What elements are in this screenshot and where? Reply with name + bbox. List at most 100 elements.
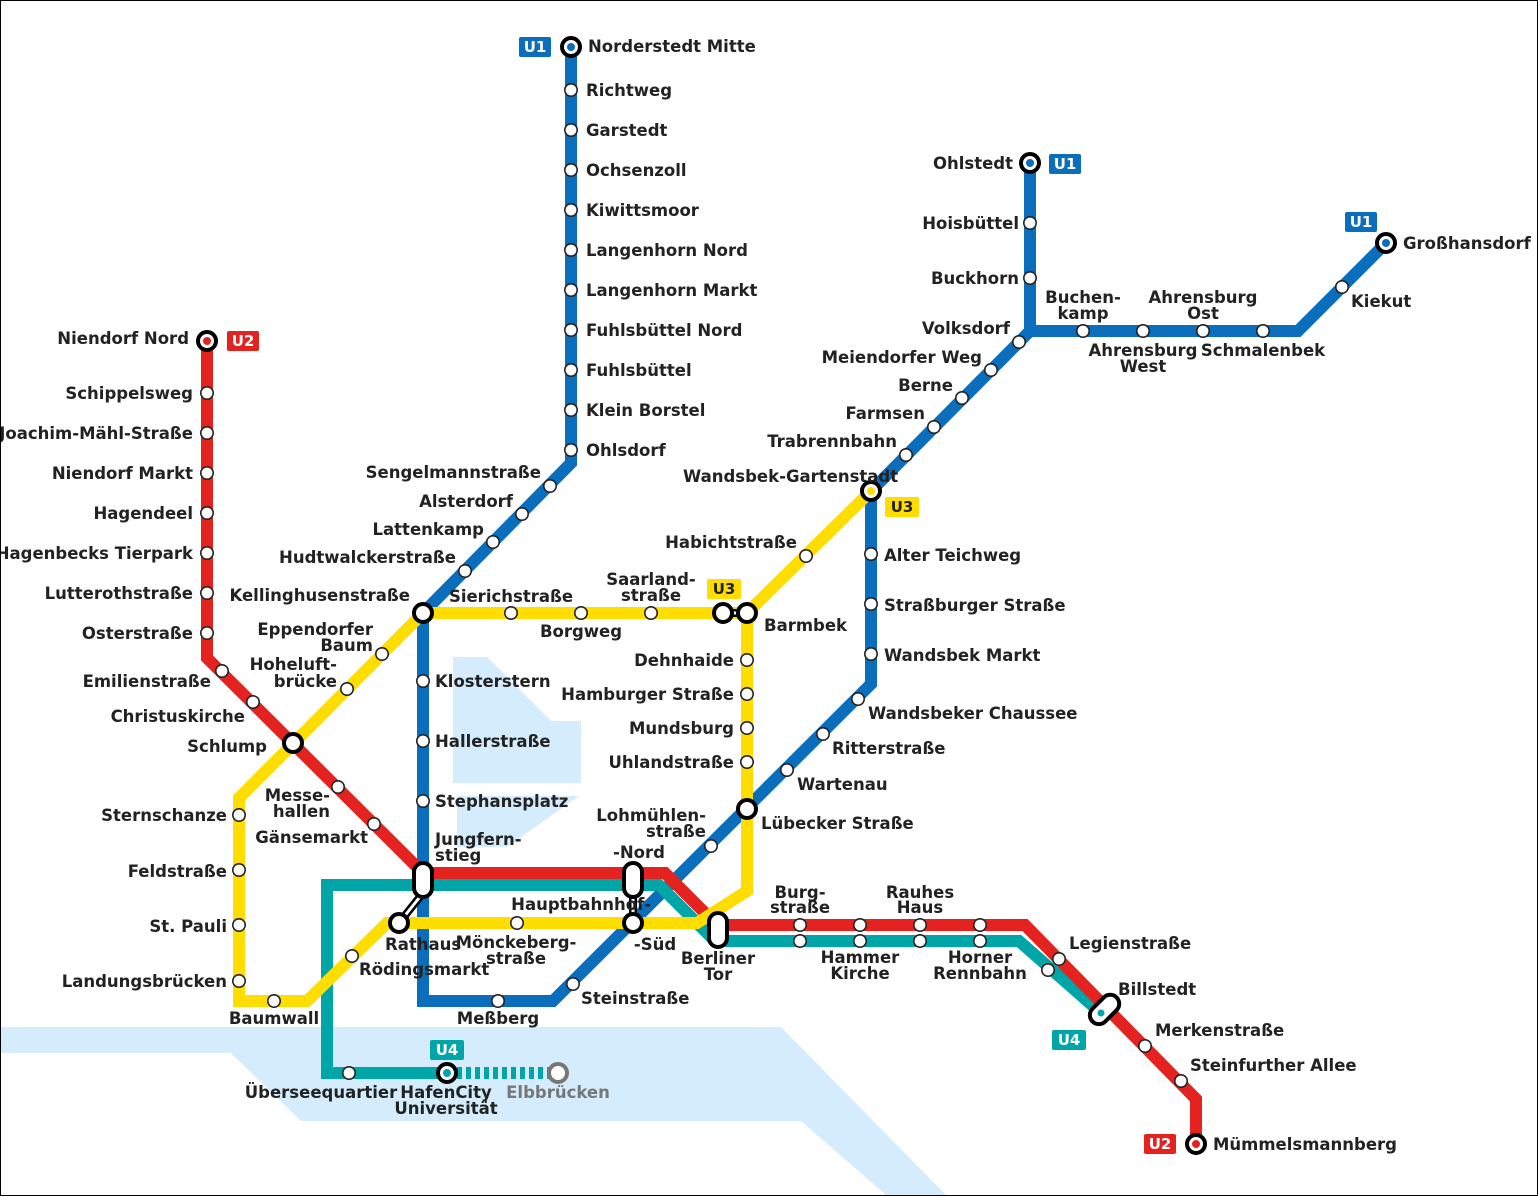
station-lohmuehlenstrasse[interactable] — [703, 838, 718, 853]
station-habichtstrasse[interactable] — [798, 548, 813, 563]
label-messberg[interactable]: Meßberg — [457, 1009, 539, 1028]
station-emilienstrasse[interactable] — [215, 663, 230, 678]
label-roedingsmarkt[interactable]: Rödingsmarkt — [359, 960, 489, 979]
label-kellinghusenstrasse[interactable]: Kellinghusenstraße — [229, 586, 410, 605]
station-kellinghusenstrasse[interactable] — [412, 602, 434, 624]
label-hoheluftbruecke-2[interactable]: brücke — [274, 672, 337, 691]
label-ritterstrasse[interactable]: Ritterstraße — [832, 739, 946, 758]
station-ritterstrasse[interactable] — [815, 726, 830, 741]
label-ahrensburg-ost-2[interactable]: Ost — [1187, 304, 1219, 323]
station-farmsen[interactable] — [926, 419, 941, 434]
station-steinfurther-allee[interactable] — [1174, 1074, 1189, 1089]
label-billstedt[interactable]: Billstedt — [1118, 980, 1196, 999]
station-rauhes-haus[interactable] — [912, 917, 927, 932]
station-legienstrasse[interactable] — [1052, 951, 1067, 966]
label-lattenkamp[interactable]: Lattenkamp — [373, 520, 485, 539]
station-schlump[interactable] — [282, 732, 304, 754]
label-farmsen[interactable]: Farmsen — [845, 404, 925, 423]
station-merkenstrasse[interactable] — [1138, 1039, 1153, 1054]
label-ahrensburg-ost-1[interactable]: Ahrensburg — [1149, 288, 1258, 307]
station-rauhes-haus-u4[interactable] — [912, 933, 927, 948]
station-hammer-kirche[interactable] — [852, 933, 867, 948]
station-baumwall[interactable] — [266, 993, 281, 1008]
station-landungsbruecken[interactable] — [232, 973, 247, 988]
label-schlump[interactable]: Schlump — [187, 737, 267, 756]
label-sternschanze[interactable]: Sternschanze — [101, 806, 227, 825]
label-fuhlsbuettel-nord[interactable]: Fuhlsbüttel Nord — [586, 321, 742, 340]
label-lohmuehlenstrasse-1[interactable]: Lohmühlen- — [596, 806, 706, 825]
label-osterstrasse[interactable]: Osterstraße — [82, 624, 193, 643]
station-elbbruecken-planned[interactable] — [547, 1062, 569, 1084]
station-stephansplatz[interactable] — [415, 793, 430, 808]
label-norderstedt-mitte[interactable]: Norderstedt Mitte — [588, 37, 756, 56]
label-ohlstedt[interactable]: Ohlstedt — [933, 154, 1013, 173]
station-hammer-kirche-u2[interactable] — [852, 917, 867, 932]
station-buckhorn[interactable] — [1022, 270, 1037, 285]
station-ueberseequartier[interactable] — [341, 1066, 356, 1081]
label-hammer-kirche-2[interactable]: Kirche — [830, 964, 889, 983]
label-ahrensburg-west-2[interactable]: West — [1120, 357, 1167, 376]
label-hbf-nord[interactable]: -Nord — [613, 843, 665, 862]
station-horner-rennbahn-u2[interactable] — [972, 917, 987, 932]
label-uhlandstrasse[interactable]: Uhlandstraße — [608, 753, 734, 772]
label-volksdorf[interactable]: Volksdorf — [922, 319, 1011, 338]
station-richtweg[interactable] — [563, 83, 578, 98]
station-trabrennbahn[interactable] — [898, 447, 913, 462]
station-hagendeel[interactable] — [200, 505, 215, 520]
label-ohlsdorf[interactable]: Ohlsdorf — [586, 441, 667, 460]
station-schmalenbek[interactable] — [1256, 323, 1271, 338]
station-rathaus[interactable] — [388, 912, 410, 934]
label-alsterdorf[interactable]: Alsterdorf — [419, 492, 514, 511]
label-merkenstrasse[interactable]: Merkenstraße — [1155, 1021, 1284, 1040]
label-rathaus[interactable]: Rathaus — [385, 935, 461, 954]
label-kiekut[interactable]: Kiekut — [1351, 292, 1411, 311]
station-kiekut[interactable] — [1335, 279, 1350, 294]
label-joachim-maehl-strasse[interactable]: Joachim-Mähl-Straße — [1, 424, 193, 443]
label-sierichstrasse[interactable]: Sierichstraße — [449, 587, 573, 606]
station-ahrensburg-ost[interactable] — [1196, 323, 1211, 338]
station-christuskirche[interactable] — [246, 694, 261, 709]
label-meiendorfer-weg[interactable]: Meiendorfer Weg — [822, 348, 982, 367]
label-hoisbuettel[interactable]: Hoisbüttel — [922, 214, 1019, 233]
label-hauptbahnhof[interactable]: Hauptbahnhof- — [511, 895, 651, 914]
label-buchenkamp-2[interactable]: kamp — [1057, 304, 1108, 323]
label-buchenkamp-1[interactable]: Buchen- — [1045, 288, 1121, 307]
station-sierichstrasse[interactable] — [503, 605, 518, 620]
station-mundsburg[interactable] — [739, 720, 754, 735]
label-gaensemarkt[interactable]: Gänsemarkt — [255, 828, 368, 847]
station-klein-borstel[interactable] — [563, 402, 578, 417]
station-wandsbek-markt[interactable] — [863, 646, 878, 661]
station-hauptbahnhof-nord[interactable] — [622, 861, 644, 899]
label-schippelsweg[interactable]: Schippelsweg — [65, 384, 193, 403]
label-saarlandstrasse-1[interactable]: Saarland- — [606, 570, 696, 589]
label-alter-teichweg[interactable]: Alter Teichweg — [884, 546, 1021, 565]
label-steinfurther-allee[interactable]: Steinfurther Allee — [1190, 1056, 1357, 1075]
label-rauhes-haus-1[interactable]: Rauhes — [886, 883, 955, 902]
station-hagenbecks-tierpark[interactable] — [200, 545, 215, 560]
label-lutterothstrasse[interactable]: Lutterothstraße — [45, 584, 193, 603]
label-ahrensburg-west-1[interactable]: Ahrensburg — [1089, 341, 1198, 360]
label-grosshansdorf[interactable]: Großhansdorf — [1403, 234, 1532, 253]
station-wandsbeker-chaussee[interactable] — [850, 691, 865, 706]
station-ohlsdorf[interactable] — [563, 442, 578, 457]
station-niendorf-markt[interactable] — [200, 465, 215, 480]
label-berne[interactable]: Berne — [898, 376, 953, 395]
label-hoheluftbruecke-1[interactable]: Hoheluft- — [250, 655, 337, 674]
label-burgstrasse-1[interactable]: Burg- — [774, 883, 825, 902]
station-lattenkamp[interactable] — [485, 534, 500, 549]
label-niendorf-nord[interactable]: Niendorf Nord — [57, 329, 189, 348]
label-jungfernstieg-2[interactable]: stieg — [435, 846, 481, 865]
station-horner-rennbahn[interactable] — [972, 933, 987, 948]
station-wartenau[interactable] — [779, 762, 794, 777]
station-ahrensburg-west[interactable] — [1136, 323, 1151, 338]
station-luebecker-strasse[interactable] — [736, 798, 758, 820]
label-jungfernstieg-1[interactable]: Jungfern- — [434, 830, 522, 849]
station-hudtwalckerstrasse[interactable] — [457, 563, 472, 578]
label-borgweg[interactable]: Borgweg — [540, 622, 622, 641]
station-sengelmannstrasse[interactable] — [542, 478, 557, 493]
label-luebecker-strasse[interactable]: Lübecker Straße — [761, 814, 914, 833]
label-kiwittsmoor[interactable]: Kiwittsmoor — [586, 201, 700, 220]
label-baumwall[interactable]: Baumwall — [229, 1009, 319, 1028]
station-garstedt[interactable] — [563, 123, 578, 138]
station-uhlandstrasse[interactable] — [739, 754, 754, 769]
